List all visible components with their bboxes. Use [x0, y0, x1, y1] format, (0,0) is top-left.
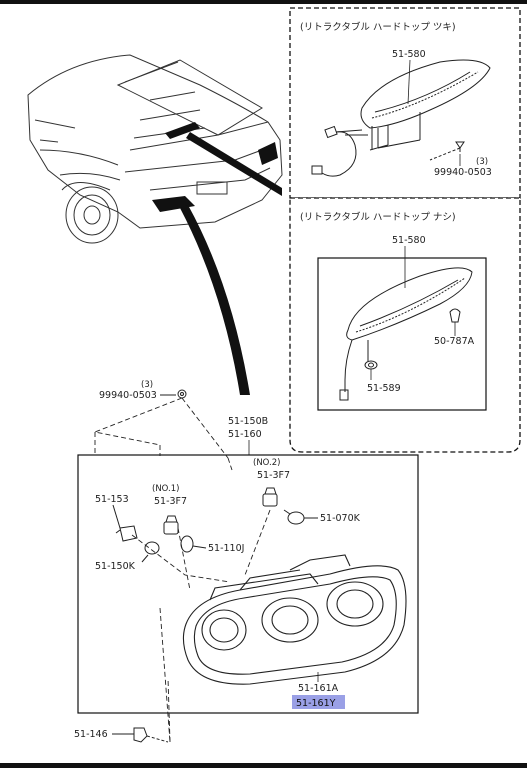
socket-icon: [163, 515, 207, 553]
car-illustration: [27, 54, 283, 244]
wiring-harness-with: [311, 125, 368, 177]
socket-icon: [262, 487, 318, 525]
part-number: (NO.1): [152, 484, 179, 494]
part-number: 51-070K: [320, 513, 361, 524]
leaders-inset-with: [407, 59, 461, 166]
part-number: 51-150K: [95, 561, 136, 572]
assembly-frame: [77, 454, 419, 714]
part-number: 51-580: [392, 235, 426, 246]
part-number-highlighted: 51-161Y: [296, 698, 336, 709]
part-number: (NO.2): [253, 458, 280, 468]
socket-icon: [112, 504, 160, 563]
bottom-rule: [0, 763, 527, 768]
top-rule: [0, 0, 527, 4]
screw-icon: [429, 141, 465, 161]
inset-hardtop-without-title: (リトラクタブル ハードトップ ナシ): [300, 211, 456, 223]
part-number: 51-153: [95, 494, 129, 505]
inset-inner-frame: [317, 257, 487, 411]
inset-hardtop-with-title: (リトラクタブル ハードトップ ツキ): [300, 21, 456, 33]
part-number: 51-110J: [208, 543, 244, 554]
clip-icon: [449, 308, 461, 323]
part-number: 51-161A: [298, 683, 339, 694]
part-number: 51-589: [367, 383, 401, 394]
highlighted-part-box: [292, 695, 345, 709]
part-number: 51-150B: [228, 416, 268, 427]
pointer-lines: [180, 132, 282, 395]
car-lamps: [152, 122, 278, 212]
part-number: 51-146: [74, 729, 108, 740]
high-mount-stop-lamp-without: [339, 267, 473, 401]
dashed-leaders: [93, 397, 271, 743]
main-assembly: (3) 99940-0503 51-150B 51-160 (NO.2): [74, 380, 419, 743]
part-number: 51-3F7: [257, 470, 290, 481]
tail-lamp-lens: [182, 554, 407, 685]
part-number: 51-580: [392, 49, 426, 60]
inset-hardtop-with: (リトラクタブル ハードトップ ツキ): [289, 7, 521, 199]
clip-icon: [112, 727, 169, 743]
part-number: 50-787A: [434, 336, 475, 347]
part-number: 51-160: [228, 429, 262, 440]
part-number: 51-3F7: [154, 496, 187, 507]
quantity-label: (3): [476, 157, 488, 167]
high-mount-stop-lamp-with: [360, 59, 491, 151]
part-number: 99940-0503: [434, 167, 492, 178]
inset-hardtop-without: (リトラクタブル ハードトップ ナシ) 51-580 50-787A 51-5: [289, 197, 521, 453]
part-number: 99940-0503: [99, 390, 157, 401]
quantity-label: (3): [141, 380, 153, 390]
screw-icon: [160, 389, 187, 399]
leaders-inset-without: [370, 246, 456, 380]
